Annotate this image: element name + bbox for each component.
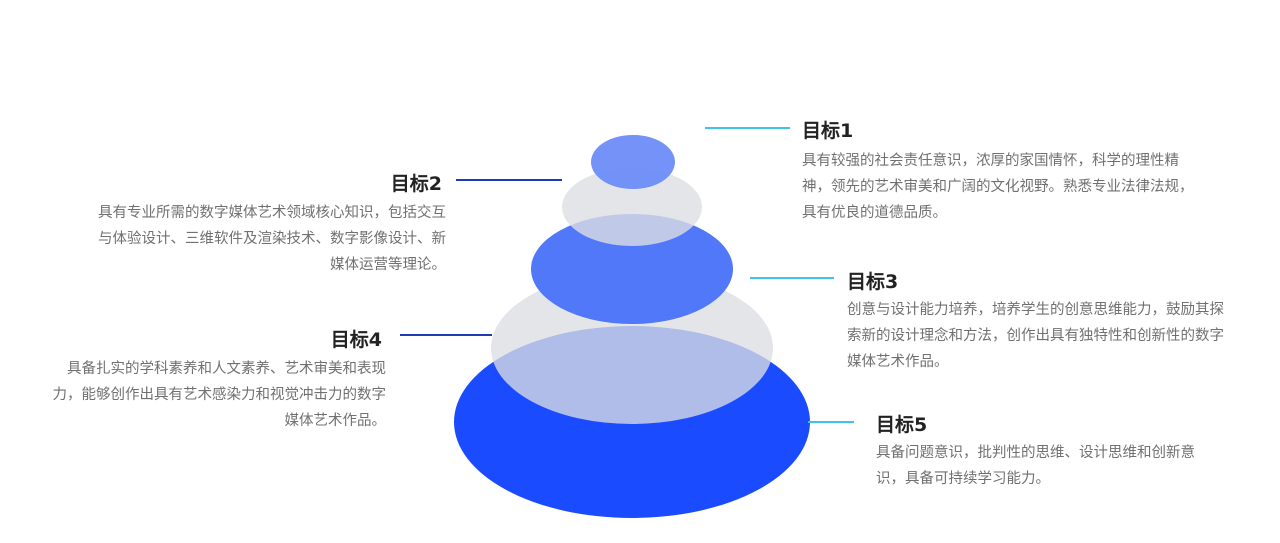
tier-4-ellipse xyxy=(491,272,773,424)
goal-3-connector xyxy=(750,277,834,279)
goal-2-connector xyxy=(456,179,562,181)
goal-4-connector xyxy=(400,334,492,336)
goal-5-connector xyxy=(808,421,854,423)
goal-1-connector xyxy=(705,127,790,129)
goal-5-title: 目标5 xyxy=(876,414,928,436)
goal-4-description: 具备扎实的学科素养和人文素养、艺术审美和表现力，能够创作出具有艺术感染力和视觉冲… xyxy=(52,361,387,429)
goal-2-description: 具有专业所需的数字媒体艺术领域核心知识，包括交互与体验设计、三维软件及渲染技术、… xyxy=(98,205,446,273)
tier-1-ellipse xyxy=(591,135,675,189)
goal-1-description: 具有较强的社会责任意识，浓厚的家国情怀，科学的理性精神，领先的艺术审美和广阔的文… xyxy=(802,153,1194,221)
tier-3-ellipse xyxy=(531,214,733,324)
goal-4-title: 目标4 xyxy=(330,329,382,351)
goal-2-title: 目标2 xyxy=(390,173,442,195)
goal-1-title: 目标1 xyxy=(802,120,854,142)
tier-2-ellipse xyxy=(562,168,702,246)
goal-3-description: 创意与设计能力培养，培养学生的创意思维能力，鼓励其探索新的设计理念和方法，创作出… xyxy=(847,302,1224,370)
goal-5-description: 具备问题意识，批判性的思维、设计思维和创新意识，具备可持续学习能力。 xyxy=(876,445,1195,487)
goal-3-title: 目标3 xyxy=(847,271,899,293)
